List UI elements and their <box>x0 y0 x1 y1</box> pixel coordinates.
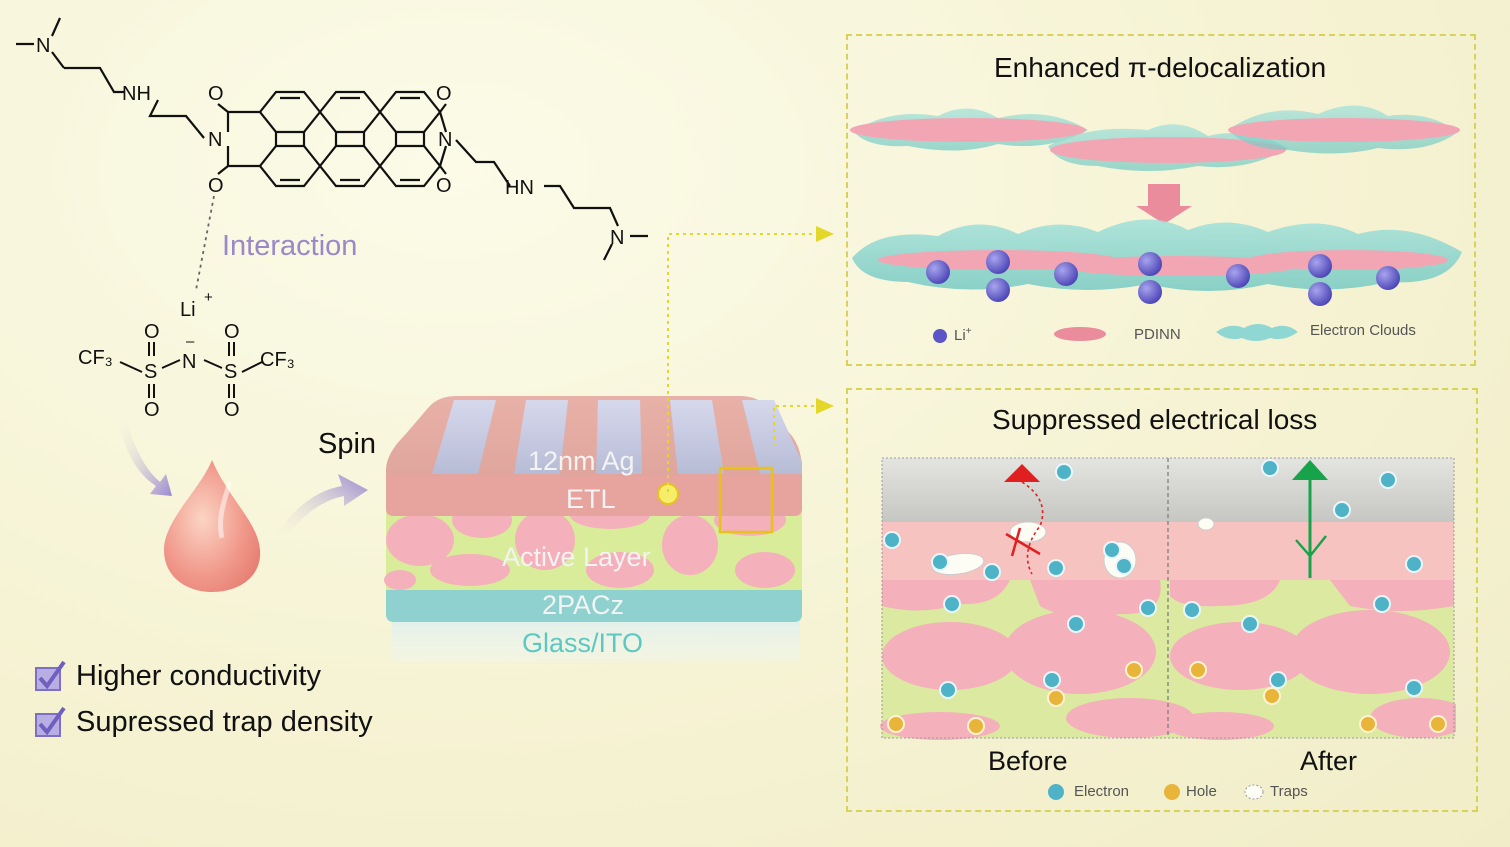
arrow-to-device-icon <box>276 474 368 538</box>
delocalization-illustration <box>850 105 1462 306</box>
benefit-item: Higher conductivity <box>34 654 373 698</box>
cf3-right: CF₃ <box>260 349 295 371</box>
amine-n-top: N <box>36 35 50 57</box>
checkbox-icon <box>35 660 66 691</box>
checkbox-icon <box>35 706 66 737</box>
hole-legend-icon <box>1164 784 1180 800</box>
legend-pdinn: PDINN <box>1134 326 1181 343</box>
pdinn-legend-icon <box>1054 327 1106 341</box>
green-up-arrow-icon <box>1292 460 1328 480</box>
legend-hole: Hole <box>1186 783 1217 800</box>
interaction-label: Interaction <box>222 230 358 262</box>
cloud-legend-icon <box>1216 324 1298 341</box>
sulfur-right: S <box>224 361 237 383</box>
electron-markers <box>883 459 1423 699</box>
oxygen-s1-bottom: O <box>144 399 160 421</box>
legend-clouds: Electron Clouds <box>1310 322 1416 339</box>
connector-lines <box>667 226 834 492</box>
hn-label: HN <box>505 177 534 199</box>
layer-etl: ETL <box>566 484 616 514</box>
oxygen-s2-bottom: O <box>224 399 240 421</box>
pdinn-molecule: N NH O N O O N O HN N <box>16 17 648 291</box>
benefit-list: Higher conductivity Supressed trap densi… <box>34 654 373 744</box>
electrical-loss-illustration <box>880 457 1456 740</box>
sulfur-left: S <box>144 361 157 383</box>
layer-active: Active Layer <box>502 542 651 572</box>
litfsi-salt: Li + CF₃ CF₃ S S N – O O O O <box>78 289 295 421</box>
electron-legend-icon <box>1048 784 1064 800</box>
panel-bottom-title: Suppressed electrical loss <box>992 404 1318 435</box>
li-charge: + <box>204 289 213 306</box>
panel-electrical-loss <box>846 388 1478 812</box>
trap-legend-icon <box>1244 784 1264 800</box>
panel-delocalization <box>846 34 1476 366</box>
cf3-left: CF₃ <box>78 347 113 369</box>
legend-electron: Electron <box>1074 783 1130 800</box>
down-arrow-icon <box>1136 184 1192 224</box>
label-after: After <box>1300 746 1358 776</box>
oxygen-bottom-right: O <box>436 175 452 197</box>
benefit-label: Supressed trap density <box>76 705 373 738</box>
amine-n-bottom: N <box>610 227 624 249</box>
layer-ag: 12nm Ag <box>528 446 635 476</box>
oxygen-bottom-left: O <box>208 175 224 197</box>
li-ion-label: Li <box>180 299 196 321</box>
imide-n-right: N <box>438 129 452 151</box>
red-up-arrow-icon <box>1004 464 1040 482</box>
nitrogen-anion: N <box>182 351 196 373</box>
spin-label: Spin <box>318 428 377 460</box>
oxygen-top-right: O <box>436 83 452 105</box>
process-arrows <box>118 420 368 592</box>
device-stack <box>384 396 802 662</box>
blocked-cross-icon <box>1005 527 1041 557</box>
oxygen-s1-top: O <box>144 321 160 343</box>
oxygen-s2-top: O <box>224 321 240 343</box>
arrow-to-droplet-icon <box>118 420 172 496</box>
layer-htl: 2PACz <box>542 590 625 620</box>
label-before: Before <box>988 746 1068 776</box>
imide-n-left: N <box>208 129 222 151</box>
benefit-item: Supressed trap density <box>34 700 373 744</box>
legend-li: Li+ <box>954 326 972 344</box>
nitrogen-charge: – <box>186 333 195 350</box>
droplet-icon <box>164 460 261 592</box>
nh-label: NH <box>122 83 151 105</box>
legend-traps: Traps <box>1270 783 1308 800</box>
zoom-region-box <box>718 466 774 534</box>
panel-top-title: Enhanced π-delocalization <box>994 52 1327 83</box>
oxygen-top-left: O <box>208 83 224 105</box>
li-legend-icon <box>933 329 947 343</box>
hole-markers <box>887 661 1447 735</box>
layer-substrate: Glass/ITO <box>522 628 644 658</box>
benefit-label: Higher conductivity <box>76 659 321 692</box>
